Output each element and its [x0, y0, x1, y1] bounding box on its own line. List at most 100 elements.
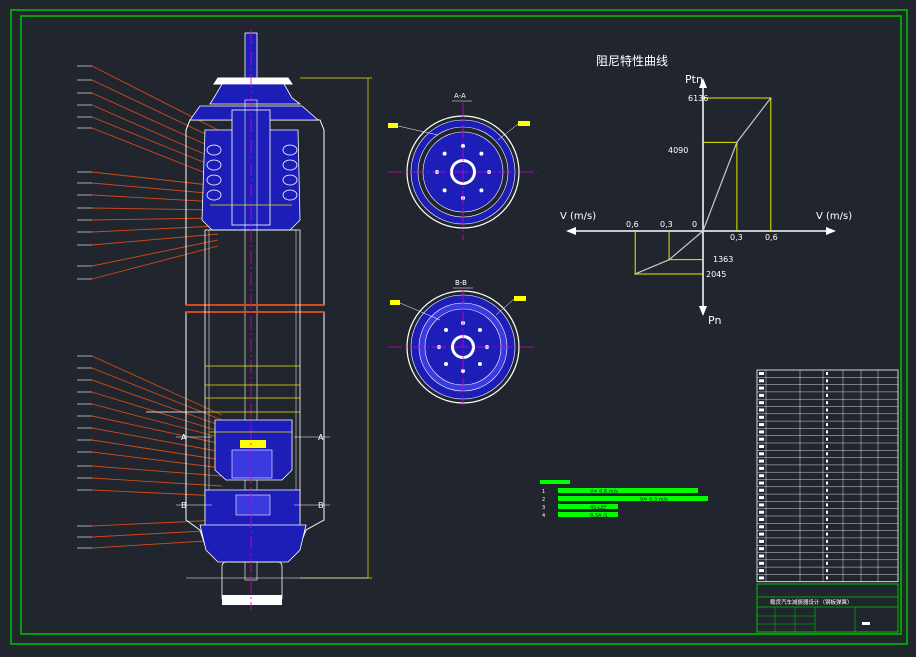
tick-pos-p1: 4090 [668, 146, 688, 155]
chart-guide-lines [634, 97, 772, 275]
parts-list-table [756, 369, 899, 583]
parts-table-qty [826, 569, 828, 573]
parts-table-index [759, 423, 764, 427]
parts-table-index [759, 393, 764, 397]
section-b-right-marker: B [318, 501, 324, 510]
note-text: 0.3A /1 [590, 513, 608, 519]
leader-line [91, 451, 223, 469]
parts-table-qty [826, 532, 828, 536]
valve-hole [444, 328, 449, 333]
leader-line [91, 465, 223, 477]
parts-table-index [759, 372, 764, 375]
parts-table-index [759, 525, 764, 529]
leader-line [91, 489, 223, 497]
parts-table-index [759, 561, 764, 565]
leader-line [91, 116, 219, 169]
top-mount-body [209, 83, 302, 105]
parts-table-index [759, 569, 764, 573]
parts-table-qty [826, 401, 828, 405]
leader-line [91, 519, 223, 527]
piston-valve [231, 449, 273, 479]
note-number: 1 [542, 489, 545, 495]
leader-line [91, 477, 223, 487]
coil-section [282, 174, 298, 186]
parts-table-index [759, 415, 764, 419]
y-axis-arrow-down [699, 306, 707, 316]
valve-hole [444, 361, 449, 366]
leader-line [91, 415, 223, 445]
section-a-left-marker: A [181, 433, 187, 442]
valve-hole [477, 328, 482, 333]
valve-hole [442, 151, 447, 156]
parts-table-index [759, 496, 764, 500]
chart-title: 阻尼特性曲线 [596, 53, 668, 68]
notes-heading-bar [540, 480, 570, 484]
parts-table-index [759, 401, 764, 405]
coil-section [206, 159, 222, 171]
leader-line [91, 245, 219, 280]
coil-section [206, 189, 222, 201]
parts-table-index [759, 554, 764, 558]
buffer-coils [206, 144, 298, 201]
tick-pos-p2: 6136 [688, 94, 708, 103]
leader-line [91, 194, 219, 203]
parts-table-qty [826, 393, 828, 397]
parts-table-index [759, 379, 764, 383]
leader-line [91, 217, 219, 221]
parts-table-qty [826, 518, 828, 521]
x-axis-arrow-left [566, 227, 576, 235]
parts-table-qty [826, 481, 828, 485]
inner-border [20, 15, 902, 635]
parts-table-index [759, 481, 764, 485]
parts-table-index [759, 459, 764, 463]
section-b-title: B-B [455, 279, 467, 287]
parts-table-index [759, 518, 764, 521]
parts-table-qty [826, 372, 828, 375]
parts-table-qty [826, 576, 828, 580]
parts-table-qty [826, 547, 828, 551]
parts-table-qty [826, 466, 828, 470]
parts-table-index [759, 503, 764, 507]
y-axis-bottom-label: Pn [708, 314, 721, 327]
leader-line [91, 239, 219, 267]
parts-table-qty [826, 539, 828, 543]
parts-table-qty [826, 452, 828, 456]
parts-table-index [759, 474, 764, 478]
parts-table-index [759, 445, 764, 448]
tick-neg-v1: 0,3 [660, 220, 673, 229]
leader-line [91, 439, 223, 461]
parts-table-qty [826, 415, 828, 419]
bottom-eye-base [222, 595, 282, 605]
parts-table-index [759, 466, 764, 470]
y-axis-arrow-up [699, 78, 707, 88]
leader-line [91, 182, 219, 195]
tick-neg-p1: 1363 [713, 255, 733, 264]
top-mount-plate [213, 77, 293, 85]
tick-neg-v2: 0,6 [626, 220, 639, 229]
leader-line [91, 403, 223, 439]
parts-table-index [759, 488, 764, 492]
parts-table-qty [826, 423, 828, 427]
valve-hole [461, 369, 465, 373]
dimension-lines [146, 77, 372, 579]
note-bar [558, 504, 618, 509]
parts-table-qty [826, 503, 828, 507]
title-block-title: 载货汽车减振器设计（钢板弹簧） [770, 598, 853, 606]
note-number: 2 [542, 497, 545, 503]
leader-line [91, 207, 219, 211]
leader-lines [77, 65, 223, 549]
title-block-mark [862, 622, 870, 625]
parts-table-qty [826, 554, 828, 558]
parts-table-index [759, 547, 764, 551]
section-b-view: B-B [388, 279, 538, 405]
leader-line [91, 104, 219, 161]
section-b-left-marker: B [181, 501, 187, 510]
coil-section [206, 174, 222, 186]
parts-table-index [759, 437, 764, 441]
note-text: V= 0.6 m/s [590, 489, 618, 495]
bottom-cap [199, 524, 307, 563]
parts-table-qty [826, 510, 828, 514]
title-block: 载货汽车减振器设计（钢板弹簧） [756, 583, 899, 633]
